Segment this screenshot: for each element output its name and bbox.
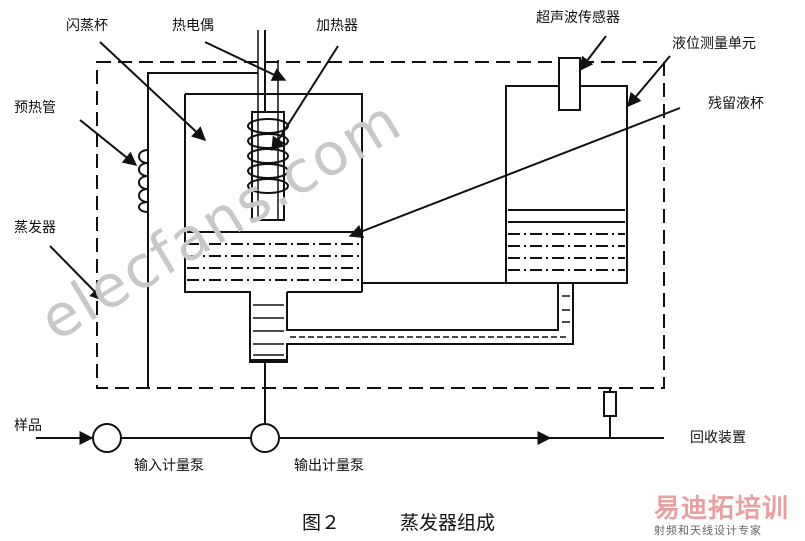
recovery-vent	[603, 391, 617, 417]
figure-number: 图２	[302, 512, 341, 534]
label-recovery: 回收装置	[690, 430, 746, 446]
brand-slogan: 射频和天线设计专家	[654, 524, 762, 537]
input-pump	[92, 423, 122, 453]
residual-cup	[505, 85, 628, 284]
preheat-coil	[138, 149, 149, 213]
evaporator-boundary	[96, 61, 665, 389]
leader-arrows	[49, 35, 681, 301]
label-sample: 样品	[14, 418, 42, 434]
label-output-pump: 输出计量泵	[294, 458, 364, 474]
label-level-unit: 液位测量单元	[672, 36, 756, 52]
connecting-pipe	[249, 283, 574, 363]
label-thermocouple: 热电偶	[172, 18, 214, 34]
label-residual-cup: 残留液杯	[708, 96, 764, 112]
label-evaporator: 蒸发器	[14, 220, 56, 236]
heater	[247, 30, 289, 221]
ultrasonic-sensor	[558, 57, 581, 111]
figure-title: 蒸发器组成	[400, 512, 496, 534]
brand-logo: 易迪拓培训	[654, 494, 790, 524]
label-ultrasonic-sensor: 超声波传感器	[536, 10, 620, 26]
label-preheat-tube: 预热管	[14, 100, 56, 116]
label-flash-cup: 闪蒸杯	[66, 18, 108, 34]
label-heater: 加热器	[316, 18, 358, 34]
preheat-tube	[147, 72, 258, 388]
output-pump	[250, 423, 280, 453]
label-input-pump: 输入计量泵	[134, 458, 204, 474]
